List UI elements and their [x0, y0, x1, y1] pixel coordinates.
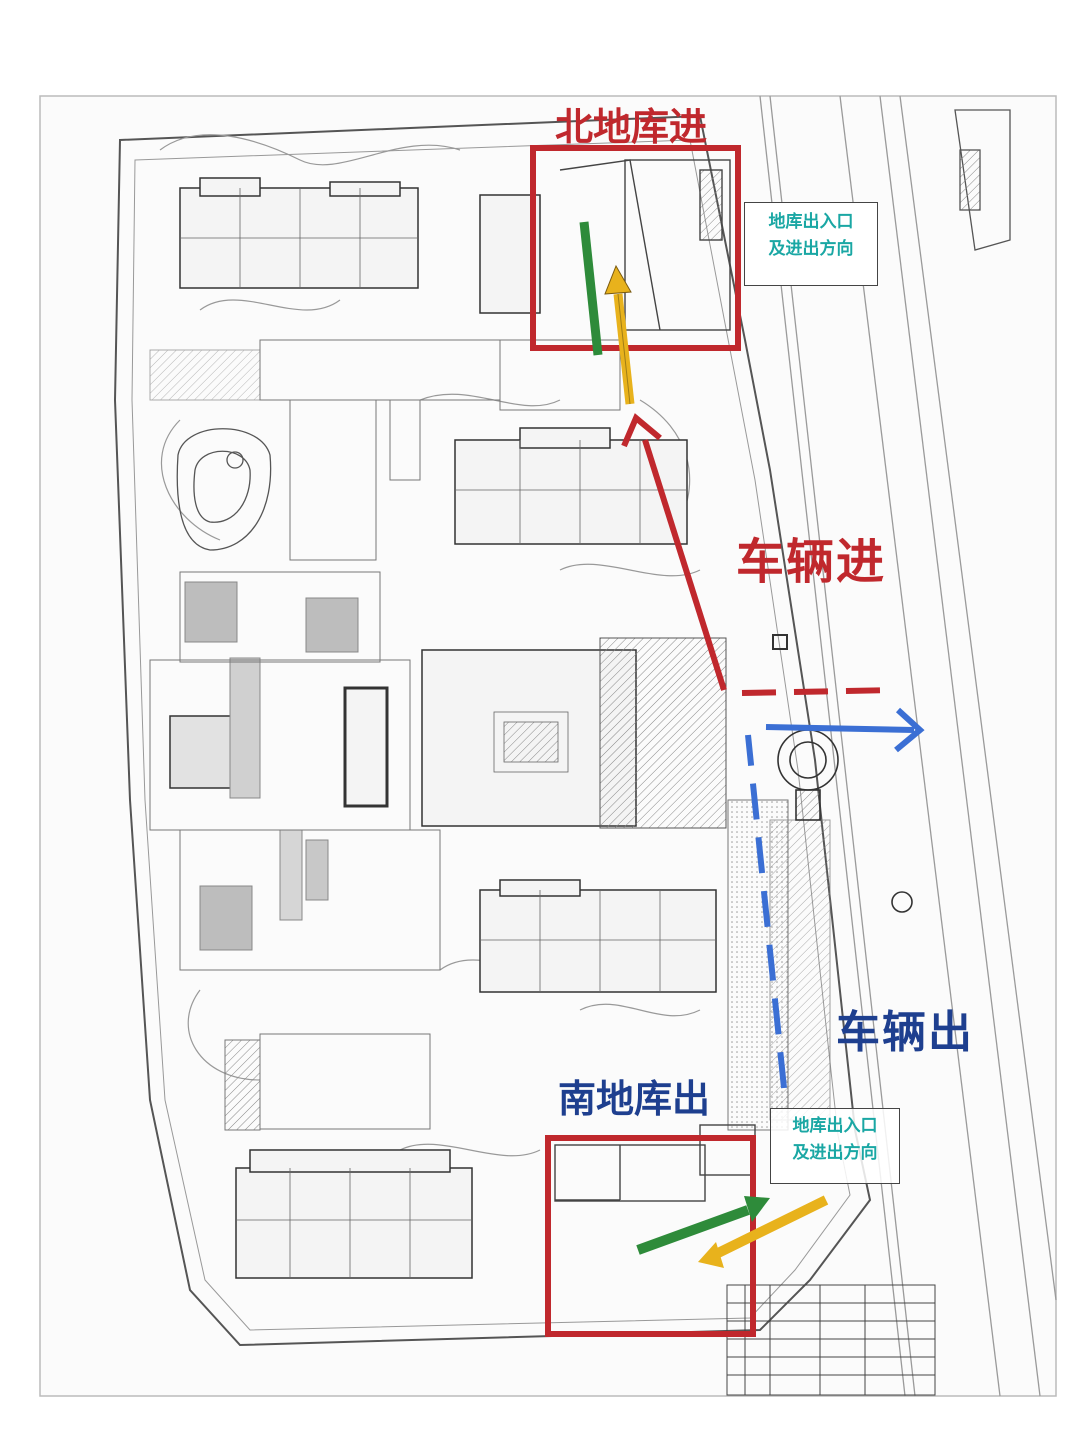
- legend-line-1: 地库出入口: [792, 1116, 878, 1136]
- south-yellow-direction-shaft: [709, 1195, 829, 1261]
- north-yellow-direction-outline: [617, 293, 631, 405]
- south-yellow-arrowhead: [698, 1242, 724, 1268]
- south-green-direction-shaft: [636, 1205, 750, 1255]
- site-boundary: [113, 114, 872, 1347]
- north-garage-structure: [559, 159, 731, 331]
- vehicle-out-label: 车辆出: [836, 1007, 974, 1058]
- south-garage-legend: 地库出入口 及进出方向: [770, 1108, 900, 1184]
- top-right-structure: [954, 109, 1011, 251]
- building-interior-lines: [180, 188, 716, 1278]
- south-green-arrowhead: [744, 1196, 770, 1222]
- vehicle-out-arrow: [745, 707, 925, 1089]
- legend-line-1: 地库出入口: [768, 212, 854, 232]
- vehicle-in-arrow: [621, 413, 897, 696]
- north-garage-legend: 地库出入口 及进出方向: [744, 202, 878, 286]
- legend-table: [726, 1284, 936, 1396]
- north-green-direction: [579, 221, 603, 356]
- hatched-zones: [149, 349, 831, 1131]
- vehicle-in-label: 车辆进: [736, 534, 887, 590]
- north-yellow-arrowhead: [604, 264, 632, 295]
- legend-line-2: 及进出方向: [768, 239, 854, 259]
- playground: [176, 428, 272, 551]
- legend-line-2: 及进出方向: [792, 1143, 878, 1163]
- site-boundary-inner: [131, 139, 851, 1331]
- south-garage-exit-label: 南地库出: [558, 1077, 711, 1121]
- plaza-blocks: [184, 581, 359, 951]
- north-garage-entry-label: 北地库进: [555, 105, 708, 149]
- north-garage-frame: [530, 145, 741, 351]
